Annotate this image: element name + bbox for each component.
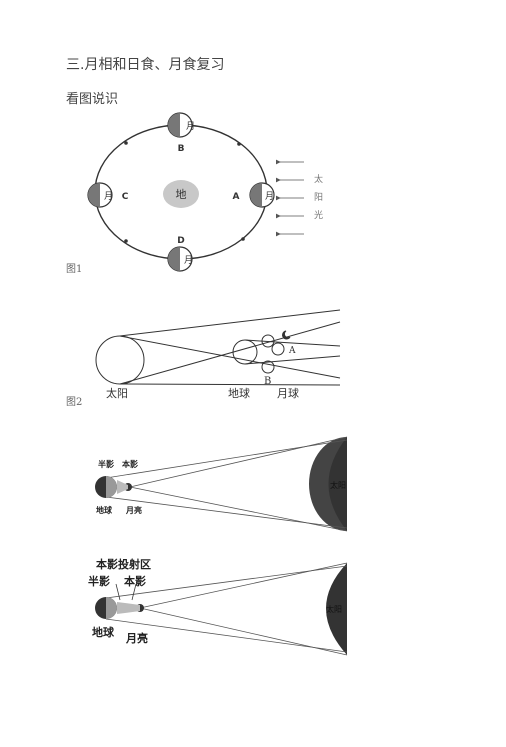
sun-circle bbox=[95, 335, 145, 385]
point-b-label: B bbox=[264, 376, 271, 387]
label-a: A bbox=[233, 192, 240, 202]
fig2-earth-label: 地球 bbox=[228, 386, 250, 400]
earth-label: 地 bbox=[176, 188, 187, 201]
moon-position-b: 月 bbox=[167, 112, 195, 138]
fig4-sun-label: 太阳 bbox=[326, 604, 342, 614]
figure1-moon-phase-diagram: 地 月 B 月 C 月 A 月 D bbox=[87, 112, 323, 272]
page-heading: 三.月相和日食、月食复习 bbox=[66, 57, 225, 73]
fig4-moon-label: 月亮 bbox=[125, 631, 148, 645]
sunlight-label-2: 阳 bbox=[314, 192, 323, 203]
sunlight-label-1: 太 bbox=[314, 173, 323, 185]
moon-position-c: 月 bbox=[87, 182, 113, 208]
svg-text:月: 月 bbox=[104, 191, 113, 202]
label-d: D bbox=[177, 236, 184, 246]
fig4-earth-label: 地球 bbox=[92, 625, 115, 639]
figure3-eclipse-diagram: 太阳 bbox=[95, 436, 348, 532]
moon-circle-mid bbox=[271, 342, 285, 356]
svg-text:月: 月 bbox=[186, 121, 195, 132]
figure2-shadow-diagram bbox=[95, 309, 341, 386]
fig3-sun-label: 太阳 bbox=[330, 480, 346, 490]
svg-text:月: 月 bbox=[265, 191, 274, 202]
figure2-caption: 图2 bbox=[66, 396, 82, 408]
fig4-umbra-label: 本影 bbox=[124, 574, 146, 588]
fig2-moon-label: 月球 bbox=[277, 386, 299, 400]
svg-text:月: 月 bbox=[184, 255, 193, 266]
orbit-ticks bbox=[124, 141, 245, 243]
earth-disc bbox=[163, 180, 199, 208]
moon-position-d: 月 bbox=[167, 246, 193, 272]
label-c: C bbox=[122, 192, 129, 202]
page-subheading: 看图说识 bbox=[66, 92, 119, 107]
figure4-eclipse-diagram: 太阳 bbox=[95, 562, 348, 656]
point-a-label: A bbox=[288, 346, 296, 356]
fig3-moon-label: 月亮 bbox=[125, 505, 142, 515]
fig2-sun-label: 太阳 bbox=[106, 387, 128, 400]
fig4-penumbra-label: 半影 bbox=[88, 574, 110, 588]
label-b: B bbox=[178, 144, 185, 154]
figure1-caption: 图1 bbox=[66, 263, 82, 275]
fig4-umbra-zone-label: 本影投射区 bbox=[96, 557, 151, 571]
moon-position-a: 月 bbox=[249, 182, 275, 208]
earth-circle bbox=[232, 339, 258, 365]
sunlight-arrows bbox=[276, 159, 304, 237]
sunlight-label-3: 光 bbox=[314, 209, 323, 221]
fig3-penumbra-label: 半影 bbox=[98, 459, 114, 469]
fig3-umbra-label: 本影 bbox=[121, 459, 138, 469]
fig3-earth-label: 地球 bbox=[96, 505, 113, 515]
